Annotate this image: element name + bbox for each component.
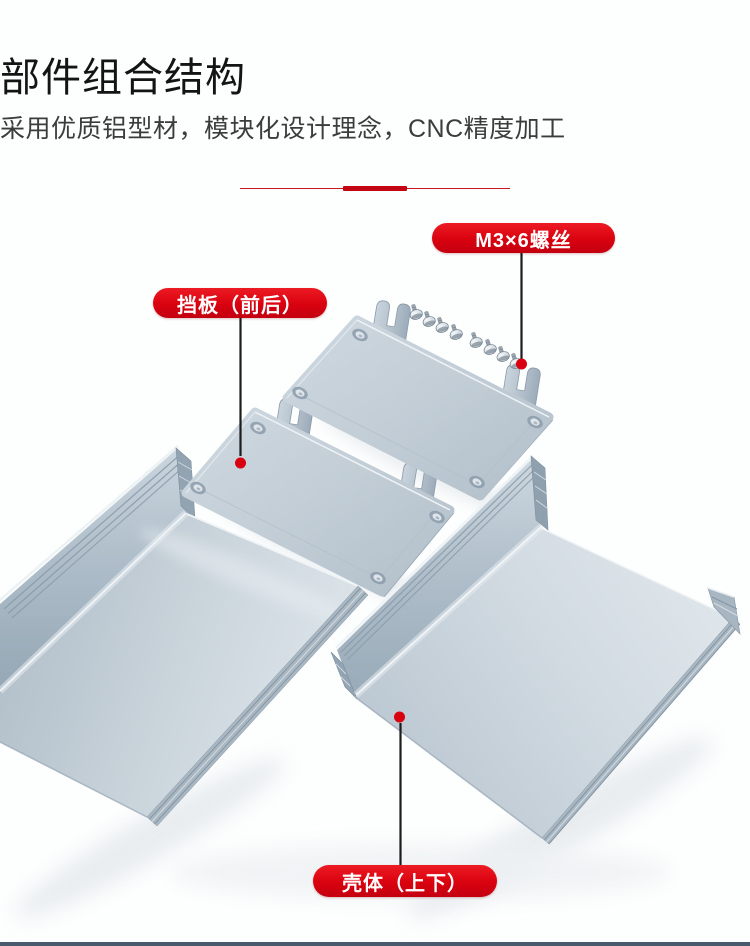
callout-shell-label: 壳体（上下） (313, 865, 497, 897)
screw (446, 322, 465, 342)
callout-baffle-text: 挡板（前后） (177, 294, 303, 317)
baffle-plate-right (282, 299, 554, 501)
screw (432, 315, 451, 335)
shell-left-wall (0, 448, 189, 694)
callout-shell-text: 壳体（上下） (342, 872, 468, 895)
pointer-dot-shell (394, 711, 405, 723)
divider (240, 186, 510, 191)
page-title: 部件组合结构 (0, 56, 246, 100)
pointer-dot-baffle (235, 457, 246, 469)
callout-screws-text: M3×6螺丝 (475, 229, 572, 252)
screw (466, 330, 485, 350)
callout-pointers (235, 252, 527, 866)
footer-bar (0, 941, 750, 946)
pointer-dot-screws (516, 358, 527, 370)
shell-half-left (0, 445, 369, 827)
shell-half-right (330, 455, 741, 845)
callout-screws-label: M3×6螺丝 (432, 223, 615, 253)
shell-right-wall (337, 458, 541, 697)
divider-thick-line (343, 186, 407, 191)
page-subtitle: 采用优质铝型材，模块化设计理念，CNC精度加工 (0, 115, 566, 143)
callout-baffle-label: 挡板（前后） (153, 288, 327, 318)
shell-right-wall-end-fins (530, 455, 549, 531)
baffle-plate-left (181, 397, 455, 597)
screw (480, 337, 499, 357)
shell-right-floor (355, 528, 733, 838)
